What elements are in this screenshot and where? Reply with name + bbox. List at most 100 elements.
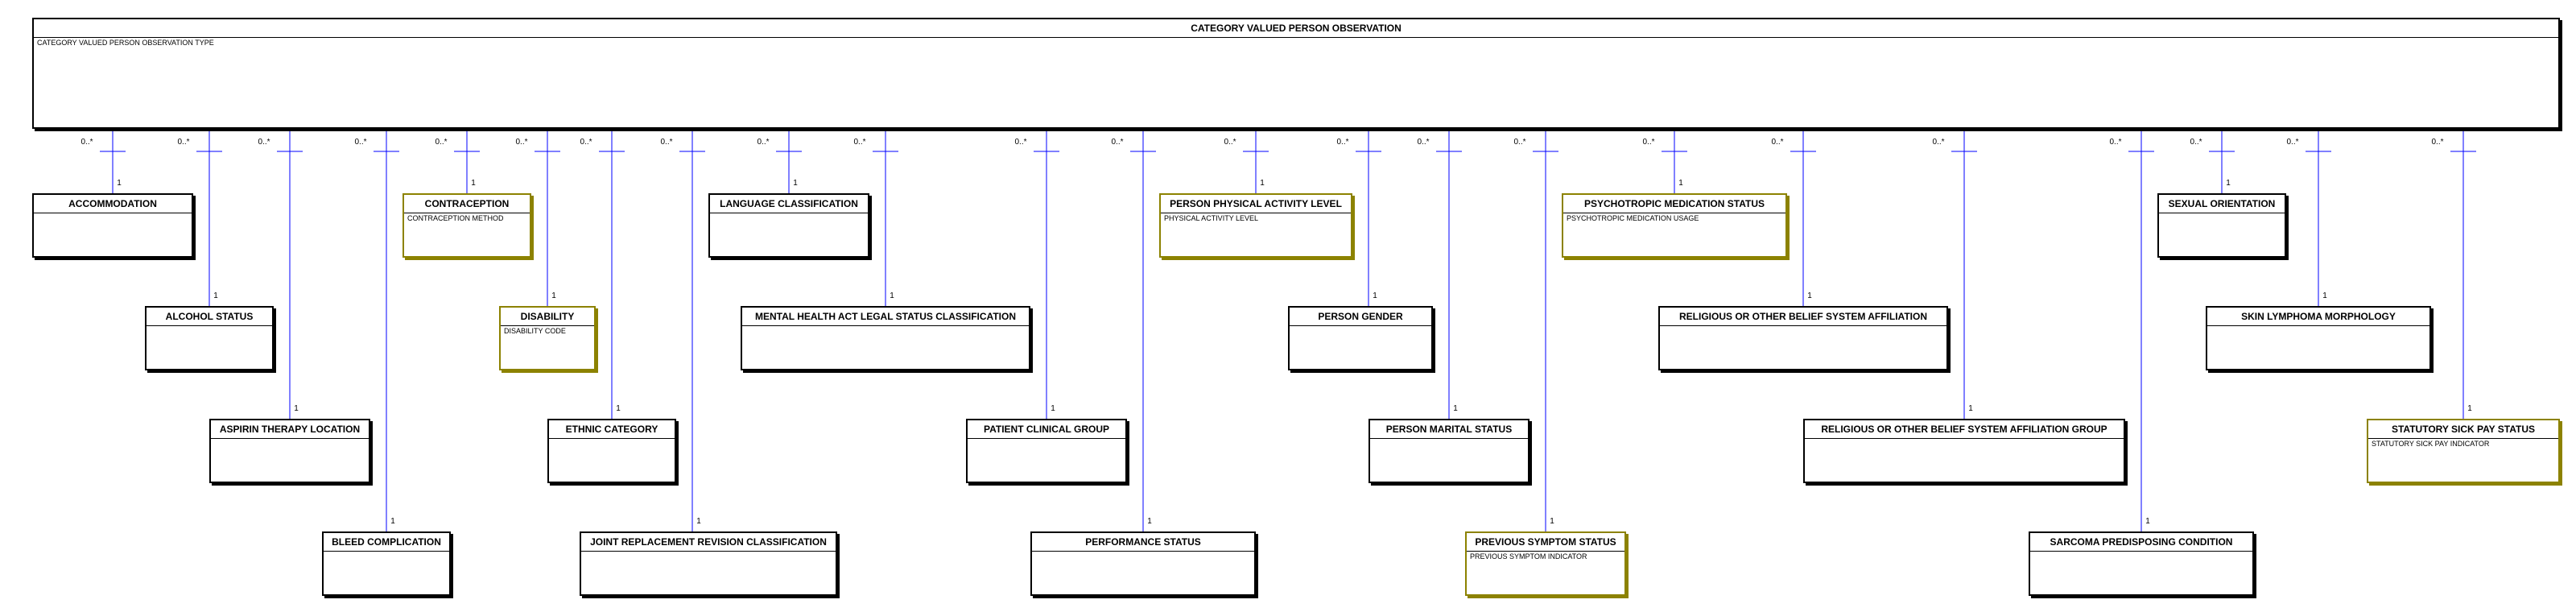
entity-name: ETHNIC CATEGORY: [549, 420, 675, 439]
cardinality-child-label: 1: [1260, 179, 1265, 188]
cardinality-child-label: 1: [390, 517, 395, 526]
cardinality-child-label: 1: [471, 179, 476, 188]
entity-religious-or-other-belief-system-affiliation[interactable]: RELIGIOUS OR OTHER BELIEF SYSTEM AFFILIA…: [1658, 306, 1948, 370]
entity-name: RELIGIOUS OR OTHER BELIEF SYSTEM AFFILIA…: [1660, 308, 1946, 326]
entity-person-physical-activity-level[interactable]: PERSON PHYSICAL ACTIVITY LEVEL PHYSICAL …: [1159, 193, 1352, 258]
cardinality-child-label: 1: [2322, 292, 2327, 300]
cardinality-root-label: 0..*: [2431, 138, 2443, 147]
cardinality-root-label: 0..*: [1014, 138, 1026, 147]
cardinality-child-label: 1: [551, 292, 556, 300]
entity-person-gender[interactable]: PERSON GENDER: [1288, 306, 1433, 370]
entity-name: STATUTORY SICK PAY STATUS: [2368, 420, 2558, 439]
entity-name: BLEED COMPLICATION: [324, 533, 449, 552]
cardinality-root-label: 0..*: [1336, 138, 1348, 147]
cardinality-root-label: 0..*: [177, 138, 189, 147]
entity-name: SEXUAL ORIENTATION: [2159, 195, 2285, 213]
entity-name: PATIENT CLINICAL GROUP: [968, 420, 1125, 439]
entity-skin-lymphoma-morphology[interactable]: SKIN LYMPHOMA MORPHOLOGY: [2206, 306, 2431, 370]
entity-bleed-complication[interactable]: BLEED COMPLICATION: [322, 531, 451, 596]
cardinality-root-label: 0..*: [2286, 138, 2298, 147]
entity-patient-clinical-group[interactable]: PATIENT CLINICAL GROUP: [966, 419, 1127, 483]
cardinality-child-label: 1: [1147, 517, 1152, 526]
cardinality-child-label: 1: [1051, 404, 1055, 413]
cardinality-root-label: 0..*: [258, 138, 270, 147]
entity-attribute: PHYSICAL ACTIVITY LEVEL: [1164, 214, 1259, 222]
entity-aspirin-therapy-location[interactable]: ASPIRIN THERAPY LOCATION: [209, 419, 370, 483]
entity-name: PERSON PHYSICAL ACTIVITY LEVEL: [1161, 195, 1351, 213]
entity-name: PERFORMANCE STATUS: [1032, 533, 1254, 552]
entity-psychotropic-medication-status[interactable]: PSYCHOTROPIC MEDICATION STATUS PSYCHOTRO…: [1562, 193, 1787, 258]
entity-attribute: DISABILITY CODE: [504, 327, 566, 335]
cardinality-root-label: 0..*: [2190, 138, 2202, 147]
entity-name: LANGUAGE CLASSIFICATION: [710, 195, 868, 213]
entity-person-marital-status[interactable]: PERSON MARITAL STATUS: [1368, 419, 1530, 483]
entity-mental-health-act-legal-status-classification[interactable]: MENTAL HEALTH ACT LEGAL STATUS CLASSIFIC…: [741, 306, 1030, 370]
entity-name: ACCOMMODATION: [34, 195, 192, 213]
cardinality-root-label: 0..*: [580, 138, 592, 147]
entity-ethnic-category[interactable]: ETHNIC CATEGORY: [547, 419, 676, 483]
entity-accommodation[interactable]: ACCOMMODATION: [32, 193, 193, 258]
entity-category-valued-person-observation[interactable]: CATEGORY VALUED PERSON OBSERVATION CATEG…: [32, 18, 2560, 129]
cardinality-child-label: 1: [1550, 517, 1554, 526]
entity-name: PERSON GENDER: [1290, 308, 1431, 326]
cardinality-root-label: 0..*: [1224, 138, 1236, 147]
cardinality-child-label: 1: [1968, 404, 1973, 413]
cardinality-root-label: 0..*: [354, 138, 366, 147]
entity-contraception[interactable]: CONTRACEPTION CONTRACEPTION METHOD: [402, 193, 531, 258]
cardinality-root-label: 0..*: [853, 138, 865, 147]
entity-statutory-sick-pay-status[interactable]: STATUTORY SICK PAY STATUS STATUTORY SICK…: [2367, 419, 2560, 483]
entity-attribute: PSYCHOTROPIC MEDICATION USAGE: [1567, 214, 1699, 222]
entity-name: MENTAL HEALTH ACT LEGAL STATUS CLASSIFIC…: [742, 308, 1029, 326]
cardinality-child-label: 1: [2145, 517, 2150, 526]
entity-attribute: CONTRACEPTION METHOD: [407, 214, 504, 222]
cardinality-child-label: 1: [1807, 292, 1812, 300]
cardinality-child-label: 1: [696, 517, 701, 526]
entity-sexual-orientation[interactable]: SEXUAL ORIENTATION: [2157, 193, 2286, 258]
entity-language-classification[interactable]: LANGUAGE CLASSIFICATION: [708, 193, 869, 258]
entity-joint-replacement-revision-classification[interactable]: JOINT REPLACEMENT REVISION CLASSIFICATIO…: [580, 531, 837, 596]
cardinality-root-label: 0..*: [660, 138, 672, 147]
entity-sarcoma-predisposing-condition[interactable]: SARCOMA PREDISPOSING CONDITION: [2029, 531, 2254, 596]
cardinality-child-label: 1: [294, 404, 299, 413]
cardinality-root-label: 0..*: [2109, 138, 2121, 147]
entity-name: RELIGIOUS OR OTHER BELIEF SYSTEM AFFILIA…: [1805, 420, 2124, 439]
entity-religious-or-other-belief-system-affiliation-group[interactable]: RELIGIOUS OR OTHER BELIEF SYSTEM AFFILIA…: [1803, 419, 2125, 483]
entity-attribute: STATUTORY SICK PAY INDICATOR: [2372, 440, 2490, 448]
entity-name: ALCOHOL STATUS: [147, 308, 272, 326]
entity-name: SARCOMA PREDISPOSING CONDITION: [2030, 533, 2252, 552]
entity-alcohol-status[interactable]: ALCOHOL STATUS: [145, 306, 274, 370]
entity-name: ASPIRIN THERAPY LOCATION: [211, 420, 369, 439]
cardinality-child-label: 1: [2467, 404, 2472, 413]
cardinality-child-label: 1: [890, 292, 894, 300]
entity-name: SKIN LYMPHOMA MORPHOLOGY: [2207, 308, 2429, 326]
cardinality-child-label: 1: [1678, 179, 1683, 188]
entity-attribute: CATEGORY VALUED PERSON OBSERVATION TYPE: [37, 39, 214, 47]
entity-name: PSYCHOTROPIC MEDICATION STATUS: [1563, 195, 1785, 213]
cardinality-root-label: 0..*: [80, 138, 93, 147]
cardinality-child-label: 1: [2226, 179, 2231, 188]
cardinality-child-label: 1: [793, 179, 798, 188]
entity-attribute: PREVIOUS SYMPTOM INDICATOR: [1470, 552, 1587, 560]
cardinality-root-label: 0..*: [515, 138, 527, 147]
entity-name: CATEGORY VALUED PERSON OBSERVATION: [34, 19, 2558, 38]
cardinality-root-label: 0..*: [1417, 138, 1429, 147]
cardinality-child-label: 1: [117, 179, 122, 188]
entity-name: CONTRACEPTION: [404, 195, 530, 213]
entity-previous-symptom-status[interactable]: PREVIOUS SYMPTOM STATUS PREVIOUS SYMPTOM…: [1465, 531, 1626, 596]
cardinality-root-label: 0..*: [1513, 138, 1525, 147]
cardinality-child-label: 1: [616, 404, 621, 413]
cardinality-child-label: 1: [1373, 292, 1377, 300]
cardinality-child-label: 1: [1453, 404, 1458, 413]
cardinality-root-label: 0..*: [1642, 138, 1654, 147]
cardinality-child-label: 1: [213, 292, 218, 300]
cardinality-root-label: 0..*: [1932, 138, 1944, 147]
cardinality-root-label: 0..*: [757, 138, 769, 147]
entity-name: DISABILITY: [501, 308, 594, 326]
entity-name: JOINT REPLACEMENT REVISION CLASSIFICATIO…: [581, 533, 836, 552]
entity-disability[interactable]: DISABILITY DISABILITY CODE: [499, 306, 596, 370]
entity-performance-status[interactable]: PERFORMANCE STATUS: [1030, 531, 1256, 596]
cardinality-root-label: 0..*: [1111, 138, 1123, 147]
entity-name: PREVIOUS SYMPTOM STATUS: [1467, 533, 1624, 552]
